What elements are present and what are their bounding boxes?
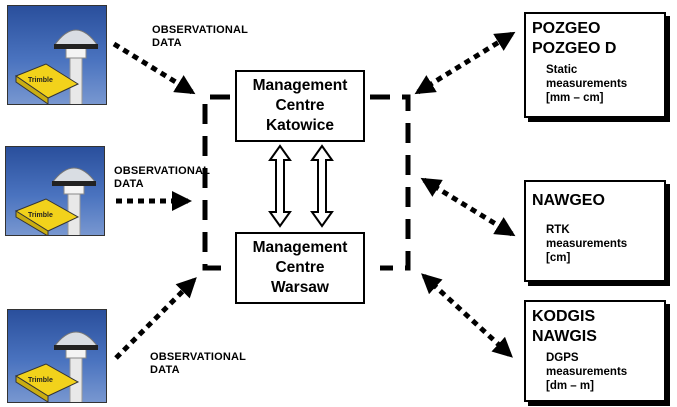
service-box-kodgis: KODGIS NAWGIS DGPS measurements [dm – m]	[524, 300, 666, 402]
left-bracket-line	[202, 94, 230, 271]
service-arrow-1	[414, 31, 516, 95]
centre-link-arrows	[268, 144, 334, 228]
management-centre-warsaw: Management Centre Warsaw	[235, 232, 365, 304]
logo-text: Trimble	[28, 377, 53, 384]
warsaw-line-3: Warsaw	[270, 279, 329, 296]
warsaw-line-2: Centre	[275, 259, 325, 276]
station-photo-3: Trimble	[7, 309, 107, 403]
warsaw-line-1: Management	[252, 239, 348, 256]
logo-text: Trimble	[28, 77, 53, 84]
station-photo-2: Trimble	[5, 146, 105, 236]
gnss-antenna-icon: Trimble	[14, 331, 99, 402]
station-photo-1: Trimble	[7, 5, 107, 105]
service-box-pozgeo: POZGEO POZGEO D Static measurements [mm …	[524, 12, 666, 118]
service-description: RTK measurements [cm]	[546, 224, 628, 264]
gnss-antenna-icon: Trimble	[14, 167, 97, 235]
observation-arrow-3	[114, 277, 197, 360]
katowice-line-2: Centre	[275, 97, 325, 114]
service-name: NAWGEO	[532, 192, 605, 209]
service-arrow-2	[420, 177, 516, 237]
management-centre-katowice: Management Centre Katowice	[235, 70, 365, 142]
service-name: POZGEO D	[532, 40, 617, 57]
service-box-nawgeo: NAWGEO RTK measurements [cm]	[524, 180, 666, 282]
katowice-line-3: Katowice	[265, 117, 335, 134]
observational-data-label-2: OBSERVATIONAL DATA	[114, 165, 211, 190]
katowice-line-1: Management	[252, 77, 348, 94]
observational-data-label-3: OBSERVATIONAL DATA	[150, 351, 247, 376]
service-arrow-3	[421, 273, 513, 358]
service-name: POZGEO	[532, 20, 601, 37]
gnss-antenna-icon: Trimble	[14, 29, 99, 104]
logo-text: Trimble	[28, 212, 53, 219]
observation-arrow-1	[112, 41, 196, 95]
observational-data-label-1: OBSERVATIONAL DATA	[152, 24, 249, 49]
service-description: Static measurements [mm – cm]	[546, 64, 628, 104]
right-bracket-line	[370, 94, 411, 271]
service-name: KODGIS	[532, 308, 596, 325]
service-name: NAWGIS	[532, 328, 597, 345]
service-description: DGPS measurements [dm – m]	[546, 352, 628, 392]
